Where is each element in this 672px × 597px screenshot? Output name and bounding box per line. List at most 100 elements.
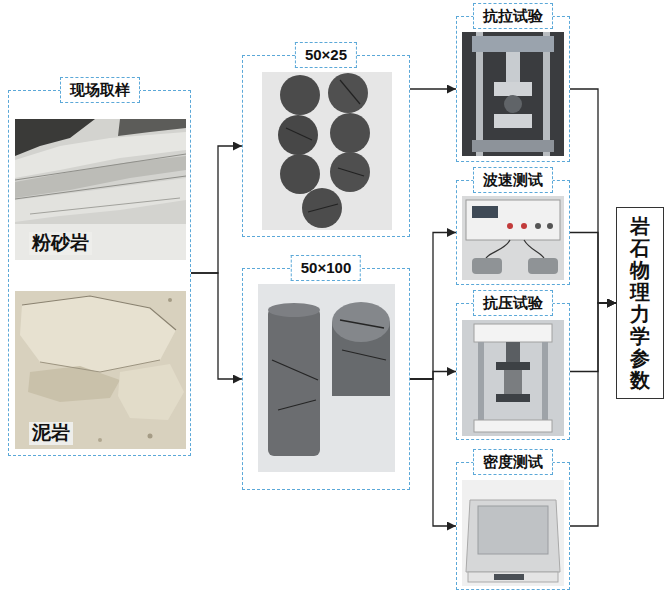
- mudstone-photo-part: [118, 364, 184, 420]
- siltstone-photo-part: [15, 224, 186, 260]
- cylinder-specimens-photo: [258, 284, 395, 472]
- test-box: 波速测试: [456, 180, 570, 285]
- rock-label: 粉砂岩: [29, 232, 92, 255]
- flow-arrow: [410, 379, 456, 526]
- group-title: 抗拉试验: [473, 3, 553, 29]
- siltstone-photo: [15, 119, 186, 260]
- group-title: 50×100: [291, 255, 361, 281]
- mudstone-photo-part: [22, 296, 176, 330]
- flow-arrow: [191, 146, 242, 273]
- flow-arrow: [191, 273, 242, 379]
- tensile-machine-photo-part: [472, 140, 554, 152]
- flow-arrow: [570, 303, 616, 372]
- mudstone-photo-part: [148, 434, 153, 439]
- cylinder-specimens-photo-part: [342, 350, 386, 360]
- flow-arrow: [410, 233, 456, 380]
- cylinder-specimens-photo-part: [272, 360, 318, 380]
- test-box: 抗拉试验: [456, 16, 570, 162]
- group-title: 现场取样: [60, 77, 140, 103]
- ultrasonic-tester-photo-part: [547, 223, 553, 229]
- disc-specimens-photo-part: [330, 152, 370, 192]
- compression-machine-photo-part: [542, 342, 548, 430]
- compression-machine-photo-part: [478, 342, 484, 430]
- flow-arrow: [570, 89, 616, 303]
- ultrasonic-tester-photo: [462, 196, 564, 280]
- rock-photo: 泥岩: [15, 291, 186, 449]
- disc-specimens-photo-part: [286, 128, 312, 140]
- disc-specimens-photo-part: [278, 115, 318, 155]
- group-title: 50×25: [295, 42, 357, 68]
- disc-specimens-photo-part: [330, 113, 370, 153]
- disc-specimens-photo: [262, 72, 392, 230]
- disc-specimens-photo-part: [308, 204, 338, 212]
- flow-arrow: [410, 372, 456, 380]
- specimen-group: 50×25: [242, 55, 410, 237]
- flow-arrow: [410, 88, 456, 89]
- flow-arrow: [570, 233, 616, 304]
- result-box: 岩石物理力学参数: [616, 207, 664, 399]
- cylinder-specimens-photo-part: [268, 308, 320, 456]
- ultrasonic-tester-photo-part: [535, 223, 541, 229]
- result-label: 岩石物理力学参数: [630, 215, 650, 391]
- balance-photo-part: [462, 480, 564, 586]
- tensile-machine-photo-part: [494, 114, 532, 128]
- mudstone-photo-part: [98, 438, 102, 442]
- mudstone-photo-part: [40, 360, 160, 372]
- cylinder-specimens-photo-part: [332, 302, 390, 342]
- compression-machine-photo-part: [474, 324, 552, 342]
- mudstone-photo-part: [168, 298, 172, 302]
- ultrasonic-tester-photo-part: [521, 223, 527, 229]
- mudstone-photo-part: [15, 291, 186, 449]
- cylinder-specimens-photo-part: [278, 400, 316, 410]
- disc-specimens-photo-part: [280, 75, 320, 115]
- rock-photo: 粉砂岩: [15, 119, 186, 259]
- compression-machine-photo-part: [462, 320, 564, 436]
- siltstone-photo-part: [15, 176, 186, 199]
- tensile-machine-photo-part: [472, 36, 554, 52]
- sample-group: 现场取样粉砂岩泥岩: [8, 90, 191, 456]
- group-title: 抗压试验: [473, 290, 553, 316]
- balance-photo-part: [494, 574, 524, 580]
- group-title: 波速测试: [473, 167, 553, 193]
- disc-specimens-photo-part: [302, 188, 342, 228]
- mudstone-photo-part: [20, 296, 176, 372]
- compression-machine-photo-part: [496, 362, 530, 370]
- compression-machine-photo-part: [474, 420, 552, 432]
- balance-photo-part: [468, 572, 558, 582]
- ultrasonic-tester-photo-part: [466, 200, 560, 240]
- siltstone-photo-part: [15, 154, 186, 180]
- tensile-machine-photo-part: [506, 52, 520, 82]
- mudstone-photo-part: [28, 366, 120, 402]
- siltstone-photo-part: [15, 178, 186, 222]
- cylinder-specimens-photo-part: [258, 284, 395, 472]
- siltstone-photo-part: [30, 198, 180, 214]
- disc-specimens-photo-part: [338, 168, 364, 176]
- rock-label: 泥岩: [29, 422, 73, 445]
- cylinder-specimens-photo-part: [268, 303, 320, 317]
- siltstone-photo-part: [15, 119, 186, 260]
- compression-machine-photo-part: [504, 370, 522, 394]
- cylinder-specimens-photo-part: [340, 320, 384, 328]
- tensile-machine-photo: [462, 32, 564, 156]
- tensile-machine-photo-part: [462, 32, 564, 156]
- disc-specimens-photo-part: [328, 73, 368, 113]
- specimen-group: 50×100: [242, 268, 410, 490]
- ultrasonic-tester-photo-part: [507, 223, 513, 229]
- balance-photo: [462, 480, 564, 586]
- tensile-machine-photo-part: [504, 95, 522, 113]
- ultrasonic-tester-photo-part: [462, 196, 564, 280]
- ultrasonic-tester-photo-part: [528, 258, 558, 274]
- flow-arrow: [570, 303, 616, 526]
- ultrasonic-tester-photo-part: [524, 240, 544, 258]
- ultrasonic-tester-photo-part: [472, 206, 498, 218]
- disc-specimens-photo-part: [262, 72, 392, 230]
- disc-specimens-photo-part: [280, 154, 320, 194]
- balance-photo-part: [466, 500, 560, 572]
- disc-specimens-photo-part: [340, 80, 360, 104]
- group-title: 密度测试: [473, 449, 553, 475]
- compression-machine-photo: [462, 320, 564, 436]
- compression-machine-photo-part: [506, 342, 520, 362]
- compression-machine-photo-part: [496, 394, 530, 402]
